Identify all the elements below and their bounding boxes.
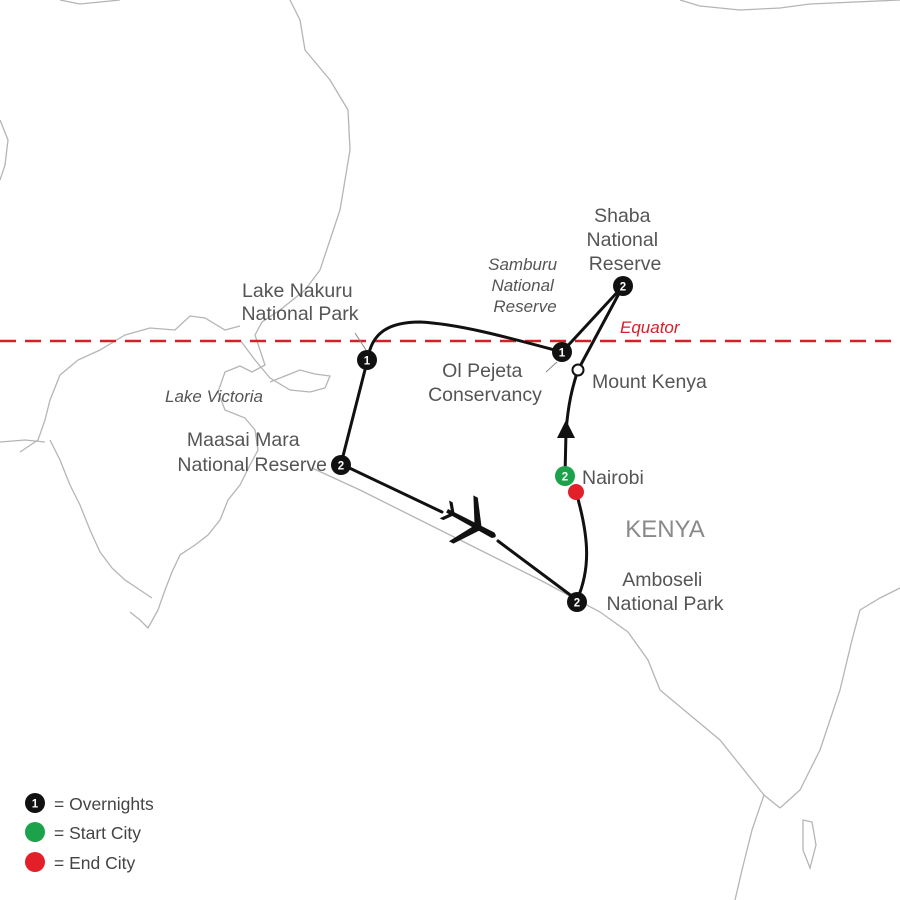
border-north-west [59, 0, 121, 5]
marker-nairobi-end [568, 484, 584, 500]
route-nakuru-to-mara [339, 356, 370, 466]
svg-text:2: 2 [620, 282, 626, 294]
svg-text:2: 2 [562, 472, 568, 484]
label-lake-nakuru: Lake Nakuru National Park [241, 280, 358, 325]
svg-text:1: 1 [364, 356, 371, 368]
equator-label: Equator [620, 318, 681, 337]
route-shaba-to-mountkenya [576, 284, 625, 372]
border-lake-victoria-north [19, 315, 241, 453]
label-country: KENYA [625, 516, 705, 543]
leader-nakuru [354, 332, 367, 351]
overnight-badge-icon [25, 793, 45, 813]
border-north-east [679, 0, 900, 11]
label-maasai-mara: Maasai Mara National Reserve [177, 429, 327, 476]
label-ol-pejeta: Ol Pejeta Conservancy [428, 360, 542, 406]
label-shaba: Shaba National Reserve [587, 205, 664, 275]
border-west-edge [0, 119, 9, 181]
border-lake-victoria-east [239, 339, 331, 393]
legend: 1 = Overnights = Start City = End City [25, 793, 154, 873]
legend-start-label: = Start City [54, 823, 141, 843]
marker-amboseli: 2 [567, 592, 587, 612]
marker-ol-pejeta: 1 [552, 342, 572, 362]
legend-end-label: = End City [54, 853, 135, 873]
label-amboseli: Amboseli National Park [606, 569, 723, 615]
marker-shaba: 2 [613, 276, 633, 296]
marker-lake-nakuru: 1 [357, 350, 377, 370]
marker-maasai-mara: 2 [331, 455, 351, 475]
border-uganda-east [129, 0, 351, 630]
tour-route [339, 284, 625, 602]
legend-start: = Start City [25, 822, 141, 843]
flight-mara-to-amboseli-2 [496, 539, 579, 602]
label-nairobi: Nairobi [582, 467, 644, 489]
label-lake-victoria: Lake Victoria [165, 387, 263, 406]
border-coast [779, 587, 900, 809]
svg-text:1: 1 [32, 799, 39, 811]
border-tanzania [311, 467, 781, 809]
svg-text:1: 1 [559, 348, 566, 360]
legend-end: = End City [25, 852, 135, 873]
border-lake-west [0, 439, 46, 443]
airplane-icon [439, 495, 496, 544]
svg-text:2: 2 [338, 461, 344, 473]
route-olpejeta-to-shaba [560, 284, 625, 354]
border-lake-victoria-south [49, 439, 153, 599]
legend-overnights-label: = Overnights [54, 794, 154, 814]
label-samburu: Samburu National Reserve [488, 255, 562, 316]
marker-nairobi-start: 2 [555, 466, 575, 486]
start-city-dot-icon [25, 822, 45, 842]
flight-mara-to-amboseli-1 [339, 462, 444, 514]
label-mount-kenya: Mount Kenya [592, 371, 707, 393]
direction-arrow-icon [557, 420, 575, 438]
marker-mount-kenya [571, 363, 585, 377]
svg-text:2: 2 [574, 598, 580, 610]
legend-overnights: 1 = Overnights [25, 793, 154, 814]
end-city-dot-icon [25, 852, 45, 872]
route-amboseli-to-nairobi [574, 490, 589, 602]
leader-olpejeta [545, 361, 558, 373]
border-coast-south [734, 794, 765, 900]
route-olpejeta-to-nakuru [366, 320, 564, 360]
island-zanzibar [802, 819, 817, 871]
